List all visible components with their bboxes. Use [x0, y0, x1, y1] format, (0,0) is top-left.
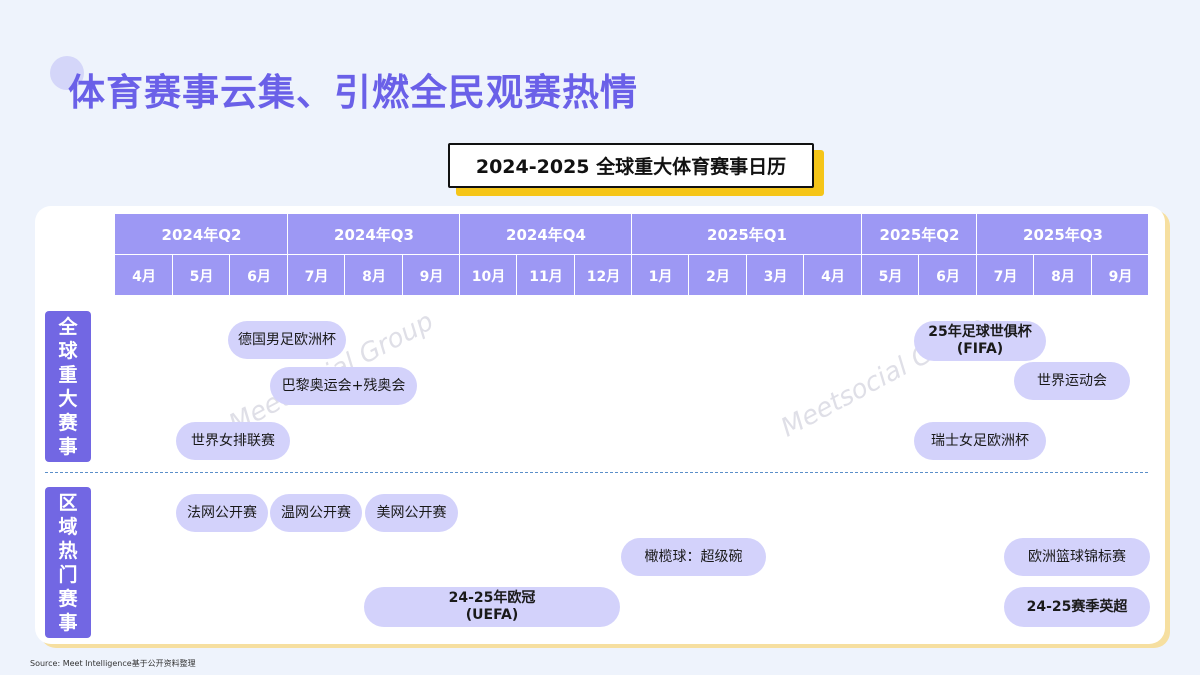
month-cell: 10月 [460, 255, 517, 296]
section-divider [45, 472, 1148, 473]
label-char: 大 [58, 387, 78, 410]
page-title: 体育赛事云集、引燃全民观赛热情 [68, 71, 638, 114]
month-cell: 2月 [689, 255, 747, 296]
month-cell: 4月 [115, 255, 173, 296]
month-cell: 9月 [403, 255, 460, 296]
quarter-cell: 2024年Q3 [288, 214, 460, 255]
event-label: 24-25赛季英超 [1026, 598, 1128, 615]
label-char: 域 [58, 515, 78, 538]
event-label: 瑞士女足欧洲杯 [931, 432, 1029, 449]
title-decoration-dot [50, 56, 84, 90]
label-char: 球 [58, 339, 78, 362]
month-cell: 8月 [1034, 255, 1092, 296]
quarter-cell: 2024年Q4 [460, 214, 632, 255]
section-label-global: 全 球 重 大 赛 事 [45, 311, 91, 462]
event-label: 法网公开赛 [187, 504, 257, 521]
event-us-open: 美网公开赛 [365, 494, 458, 532]
event-wimbledon: 温网公开赛 [270, 494, 362, 532]
month-cell: 9月 [1092, 255, 1149, 296]
event-french-open: 法网公开赛 [176, 494, 268, 532]
label-char: 重 [58, 363, 78, 386]
label-char: 赛 [58, 411, 78, 434]
event-paris-olympics: 巴黎奥运会+残奥会 [270, 367, 417, 405]
source-note: Source: Meet Intelligence基于公开资料整理 [30, 659, 196, 668]
event-eurobasket: 欧洲篮球锦标赛 [1004, 538, 1150, 576]
event-super-bowl: 橄榄球：超级碗 [621, 538, 766, 576]
month-cell: 11月 [517, 255, 575, 296]
event-label: 德国男足欧洲杯 [238, 331, 336, 348]
label-char: 赛 [58, 587, 78, 610]
event-club-world-cup: 25年足球世俱杯 (FIFA) [914, 321, 1046, 361]
month-cell: 1月 [632, 255, 689, 296]
quarter-cell: 2025年Q3 [977, 214, 1149, 255]
label-char: 事 [58, 611, 78, 634]
month-cell: 8月 [345, 255, 403, 296]
label-char: 热 [58, 539, 78, 562]
event-world-games: 世界运动会 [1014, 362, 1130, 400]
event-champions-league: 24-25年欧冠 (UEFA) [364, 587, 620, 627]
event-premier-league: 24-25赛季英超 [1004, 587, 1150, 627]
label-char: 全 [58, 315, 78, 338]
month-cell: 3月 [747, 255, 804, 296]
month-cell: 5月 [862, 255, 919, 296]
event-womens-volleyball: 世界女排联赛 [176, 422, 290, 460]
event-womens-euro: 瑞士女足欧洲杯 [914, 422, 1046, 460]
event-label-sub: (FIFA) [956, 341, 1004, 357]
month-cell: 7月 [288, 255, 345, 296]
event-label: 欧洲篮球锦标赛 [1028, 548, 1126, 565]
month-cell: 12月 [575, 255, 632, 296]
month-cell: 5月 [173, 255, 230, 296]
label-char: 事 [58, 435, 78, 458]
event-label: 美网公开赛 [376, 504, 447, 521]
label-char: 门 [58, 563, 78, 586]
month-cell: 4月 [804, 255, 862, 296]
event-label: 25年足球世俱杯 [928, 324, 1032, 340]
label-char: 区 [58, 491, 78, 514]
event-label: 世界女排联赛 [191, 432, 275, 449]
event-label: 巴黎奥运会+残奥会 [281, 377, 406, 394]
event-label-sub: (UEFA) [465, 607, 519, 623]
quarter-cell: 2024年Q2 [115, 214, 288, 255]
section-label-regional: 区 域 热 门 赛 事 [45, 487, 91, 638]
quarter-cell: 2025年Q1 [632, 214, 862, 255]
event-label: 温网公开赛 [281, 504, 351, 521]
month-cell: 6月 [230, 255, 288, 296]
event-label: 世界运动会 [1037, 372, 1107, 389]
timeline-header: 2024年Q2 2024年Q3 2024年Q4 2025年Q1 2025年Q2 … [115, 214, 1149, 296]
quarter-cell: 2025年Q2 [862, 214, 977, 255]
event-label: 橄榄球：超级碗 [644, 548, 743, 565]
event-label: 24-25年欧冠 [448, 590, 536, 606]
month-cell: 7月 [977, 255, 1034, 296]
event-euro-men: 德国男足欧洲杯 [228, 321, 346, 359]
month-cell: 6月 [919, 255, 977, 296]
calendar-title: 2024-2025 全球重大体育赛事日历 [448, 143, 814, 188]
